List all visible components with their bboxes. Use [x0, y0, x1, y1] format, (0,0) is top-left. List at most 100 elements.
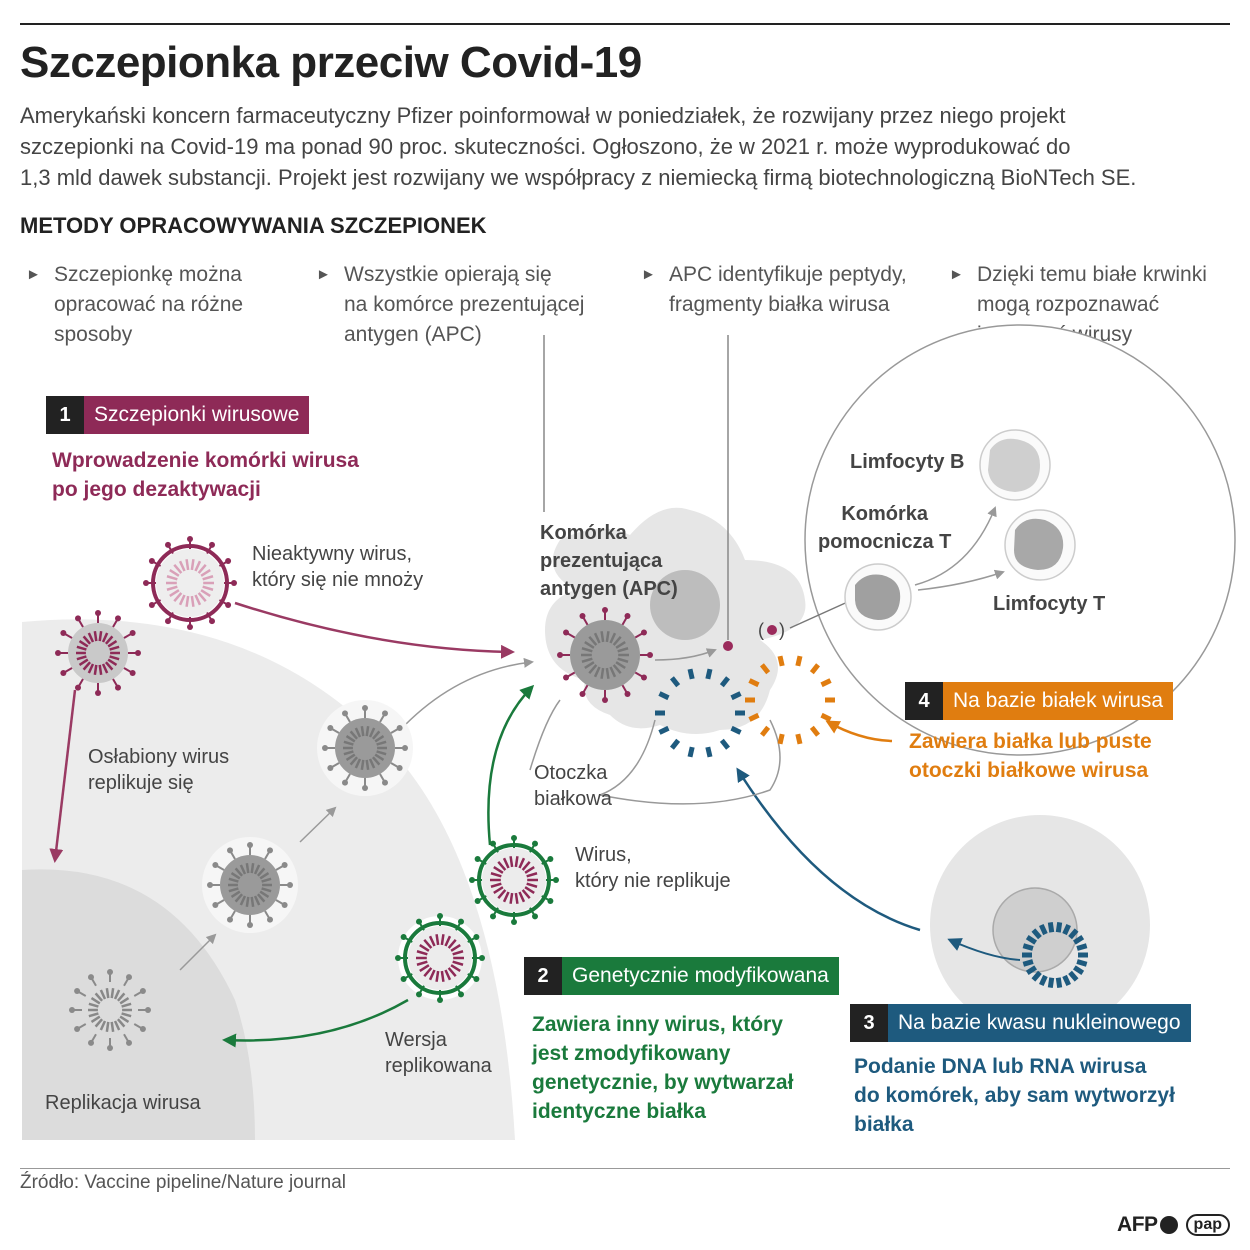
description-line: jest zmodyfikowany: [532, 1042, 731, 1065]
arrow-gray: [404, 657, 534, 726]
arrow-inactive-to-apc: [234, 601, 515, 659]
bullet-line: APC identyfikuje peptydy,: [669, 263, 907, 286]
bullet-2: ► Wszystkie opierają się na komórce prez…: [316, 260, 585, 350]
arrow-protein-to-apc: [825, 720, 893, 743]
arrow-nonrep-to-apc: [487, 684, 535, 846]
label-line: który się nie mnoży: [252, 569, 424, 591]
method-number: 1: [46, 396, 84, 434]
method-4-description: Zawiera białka lub puste otoczki białkow…: [909, 727, 1152, 785]
label-line: Limfocyty B: [850, 451, 965, 473]
section-title: METODY OPRACOWYWANIA SZCZEPIONEK: [20, 213, 487, 238]
peptide-dot: [723, 641, 733, 651]
afp-logo: AFP: [1117, 1213, 1178, 1237]
description-line: Zawiera białka lub puste: [909, 730, 1152, 753]
afp-dot-icon: [1159, 1216, 1178, 1234]
method-number: 2: [524, 957, 562, 995]
bullet-line: mogą rozpoznawać: [977, 293, 1160, 316]
inactive-virus-label: Nieaktywny wirus, który się nie mnoży: [252, 541, 423, 593]
triangle-bullet-icon: ►: [949, 266, 964, 283]
triangle-bullet-icon: ►: [26, 266, 41, 283]
method-number: 4: [905, 682, 943, 720]
label-line: Wirus,: [575, 844, 632, 866]
arrow-gray: [917, 569, 1005, 591]
top-rule: [20, 23, 1230, 25]
intro-line: Amerykański koncern farmaceutyczny Pfize…: [20, 103, 1066, 128]
t-cell-nucleus: [1014, 518, 1064, 570]
triangle-bullet-icon: ►: [641, 266, 656, 283]
description-line: genetycznie, by wytwarzał: [532, 1071, 794, 1094]
description-line: białka: [854, 1113, 914, 1136]
bullet-line: fragmenty białka wirusa: [669, 293, 890, 316]
arrow-gray: [299, 806, 337, 843]
replicated-virus-icon: [317, 700, 413, 796]
label-line: pomocnicza T: [818, 531, 952, 553]
replicated-version-label: Wersja replikowana: [385, 1027, 492, 1079]
arrow-gray: [914, 506, 997, 586]
replication-zone: [22, 869, 255, 1140]
label-line: antygen (APC): [540, 578, 678, 600]
viruses: [55, 536, 1088, 1051]
protein-shell-leader: [599, 719, 781, 805]
method-number: 3: [850, 1004, 888, 1042]
t-cells-label: Limfocyty T: [993, 590, 1105, 618]
logos: AFP pap: [1117, 1213, 1230, 1237]
bullet-line: opracować na różne: [54, 293, 244, 316]
method-label: Szczepionki wirusowe: [84, 396, 310, 434]
arrow-blue-small: [947, 938, 1021, 961]
bullet-line: antygen (APC): [344, 323, 482, 346]
method-3-description: Podanie DNA lub RNA wirusa do komórek, a…: [854, 1052, 1175, 1139]
helper-t-nucleus: [855, 574, 901, 620]
description-line: Podanie DNA lub RNA wirusa: [854, 1055, 1147, 1078]
arrow-nucleic-to-apc: [736, 767, 921, 932]
method-1-description: Wprowadzenie komórki wirusa po jego deza…: [52, 446, 359, 504]
replication-label: Replikacja wirusa: [45, 1090, 201, 1116]
bottom-rule: [20, 1168, 1230, 1169]
receptor-left: (: [758, 620, 764, 640]
label-line: Limfocyty T: [993, 593, 1106, 615]
replicated-virus-icon: [202, 837, 298, 933]
label-line: Komórka: [841, 503, 929, 525]
bullet-line: na komórce prezentującej: [344, 293, 585, 316]
source-text: Źródło: Vaccine pipeline/Nature journal: [20, 1172, 346, 1193]
intro-text: Amerykański koncern farmaceutyczny Pfize…: [20, 100, 1235, 193]
protein-shell-icon: [655, 668, 745, 758]
weakened-virus-label: Osłabiony wirus replikuje się: [88, 744, 229, 796]
page-title: Szczepionka przeciw Covid-19: [20, 38, 642, 87]
bullet-line: Wszystkie opierają się: [344, 263, 552, 286]
nucleic-acid-icon: [1022, 921, 1088, 989]
protein-shell-icon: [745, 655, 835, 745]
arrow-gray: [654, 648, 717, 661]
label-line: Osłabiony wirus: [88, 746, 230, 768]
label-line: prezentująca: [540, 550, 663, 572]
protein-shell-leader: [599, 719, 656, 796]
b-cell-nucleus: [988, 438, 1040, 492]
receptor-dot: [767, 625, 777, 635]
label-line: replikuje się: [88, 772, 194, 794]
label-line: Nieaktywny wirus,: [252, 543, 413, 565]
bullet-line: Szczepionkę można: [54, 263, 242, 286]
pap-logo: pap: [1185, 1214, 1230, 1236]
label-line: replikowana: [385, 1055, 492, 1077]
receptor-right: ): [779, 620, 785, 640]
arrow-weakened: [49, 689, 77, 863]
bullet-line: Dzięki temu białe krwinki: [977, 263, 1207, 286]
description-line: Wprowadzenie komórki wirusa: [52, 449, 359, 472]
apc-to-helper-line: [789, 599, 853, 629]
method-2-badge: 2 Genetycznie modyfikowana: [524, 957, 839, 995]
label-line: Komórka: [540, 522, 627, 544]
description-line: otoczki białkowe wirusa: [909, 759, 1149, 782]
method-label: Na bazie kwasu nukleinowego: [888, 1004, 1191, 1042]
apc-virus-icon: [557, 607, 653, 703]
label-line: Wersja: [385, 1029, 447, 1051]
replicated-version-virus-icon: [395, 913, 485, 1003]
bullet-1: ► Szczepionkę można opracować na różne s…: [26, 260, 244, 350]
label-line: Otoczka: [534, 762, 608, 784]
helper-t-label: Komórka pomocnicza T: [818, 500, 951, 556]
replication-virus-icon: [69, 969, 151, 1051]
method-3-badge: 3 Na bazie kwasu nukleinowego: [850, 1004, 1191, 1042]
description-line: identyczne białka: [532, 1100, 706, 1123]
intro-line: szczepionki na Covid-19 ma ponad 90 proc…: [20, 134, 1071, 159]
triangle-bullet-icon: ►: [316, 266, 331, 283]
description-line: Zawiera inny wirus, który: [532, 1013, 783, 1036]
